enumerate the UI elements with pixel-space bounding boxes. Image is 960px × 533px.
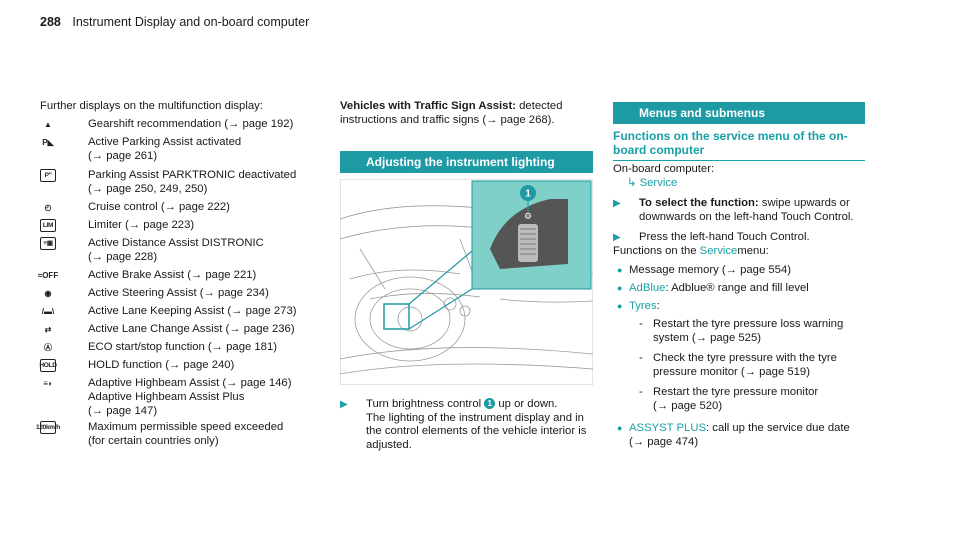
- function-item-adblue: ● AdBlue: Adblue® range and fill level: [617, 282, 809, 294]
- section-heading-menus: Menus and submenus: [613, 102, 865, 124]
- steering-assist-icon: ◉: [44, 288, 52, 298]
- page-number: 288: [40, 15, 61, 29]
- section-heading-lighting: Adjusting the instrument lighting: [340, 151, 593, 173]
- callout-1-inline: 1: [484, 398, 496, 409]
- subheading-service-functions: Functions on the service menu of the on-…: [613, 129, 865, 161]
- display-symbol-text: Active Lane Change Assist (→ page 236): [88, 323, 295, 335]
- tyres-subitem-restart-monitor: - Restart the tyre pressure monitor(→ pa…: [639, 386, 819, 412]
- parking-assist-icon: P◣: [42, 137, 54, 147]
- eco-start-stop-icon: Ⓐ: [44, 342, 52, 352]
- display-symbol-text: Active Lane Keeping Assist (→ page 273): [88, 305, 297, 317]
- page-header: 288 Instrument Display and on-board comp…: [40, 15, 309, 29]
- display-symbol-text: Parking Assist PARKTRONIC deactivated: [88, 169, 297, 181]
- speed-limit-exceeded-icon: 120km/h: [36, 421, 60, 434]
- lane-change-icon: ⇄: [44, 324, 52, 334]
- menu-path: ↳ Service: [627, 177, 677, 191]
- dash-marker: -: [639, 318, 643, 330]
- parktronic-off-icon: P″: [40, 169, 56, 182]
- gear-icon: ▲: [44, 119, 52, 129]
- display-symbol-text: Gearshift recommendation (→ page 192): [88, 118, 294, 130]
- display-symbol-text: Active Steering Assist (→ page 234): [88, 287, 269, 299]
- display-symbol-text: Adaptive Highbeam Assist (→ page 146): [88, 377, 292, 389]
- display-symbol-text: (→ page 147): [88, 404, 158, 417]
- hold-icon: HOLD: [39, 359, 57, 372]
- svg-text:⚙: ⚙: [524, 212, 532, 222]
- tyres-link[interactable]: Tyres: [629, 300, 657, 312]
- callout-1: 1: [525, 189, 531, 200]
- dashboard-illustration-svg: ⚙ 1: [339, 178, 594, 386]
- intro-text: Further displays on the multifunction di…: [40, 100, 263, 112]
- adblue-link[interactable]: AdBlue: [629, 282, 666, 294]
- tsa-label: Vehicles with Traffic Sign Assist:: [340, 100, 516, 112]
- service-link[interactable]: Service: [699, 245, 738, 257]
- display-symbol-text: Cruise control (→ page 222): [88, 201, 230, 213]
- lighting-step: ▶ Turn brightness control 1 up or down. …: [340, 398, 587, 451]
- highbeam-assist-icon: ≡◗: [43, 378, 53, 388]
- function-item-assyst-plus: ● ASSYST PLUS: call up the service due d…: [617, 422, 850, 448]
- step-press-control: ▶ Press the left-hand Touch Control.: [613, 231, 810, 243]
- lane-keeping-icon: /▬\: [41, 306, 55, 316]
- step-arrow-icon: ▶: [613, 198, 621, 209]
- step-arrow-icon: ▶: [613, 232, 621, 243]
- function-item-message-memory: ● Message memory (→ page 554): [617, 264, 791, 276]
- step-arrow-icon: ▶: [340, 399, 348, 410]
- assyst-plus-link[interactable]: ASSYST PLUS: [629, 422, 707, 434]
- step-select-function: ▶ To select the function: swipe upwards …: [613, 197, 854, 223]
- traffic-sign-assist-note: Vehicles with Traffic Sign Assist: detec…: [340, 100, 563, 126]
- display-symbol-text: Limiter (→ page 223): [88, 219, 195, 231]
- display-symbol-text: HOLD function (→ page 240): [88, 359, 235, 371]
- display-symbol-text: Active Distance Assist DISTRONIC: [88, 237, 264, 249]
- brake-assist-off-icon: ≈OFF: [37, 270, 59, 280]
- functions-intro: Functions on the Servicemenu:: [613, 245, 769, 257]
- display-symbol-text: Adaptive Highbeam Assist Plus: [88, 391, 245, 403]
- menu-path-label: On-board computer:: [613, 163, 715, 175]
- display-symbol-text: (→ page 261): [88, 149, 158, 162]
- cruise-control-icon: ◴: [44, 202, 52, 212]
- dash-marker: -: [639, 352, 643, 364]
- bullet-icon: ●: [617, 301, 623, 311]
- display-symbol-text: (for certain countries only): [88, 434, 219, 447]
- bullet-icon: ●: [617, 283, 623, 293]
- distronic-icon: ≡▣: [40, 237, 56, 250]
- display-symbol-text: Active Parking Assist activated: [88, 136, 242, 148]
- bullet-icon: ●: [617, 423, 623, 433]
- tyres-subitem-restart-loss-warning: - Restart the tyre pressure loss warning…: [639, 318, 844, 344]
- dash-marker: -: [639, 386, 643, 398]
- submenu-arrow-icon: ↳: [627, 177, 637, 189]
- display-symbol-text: (→ page 228): [88, 250, 158, 263]
- function-item-tyres: ● Tyres:: [617, 300, 660, 312]
- limiter-icon: LIM: [40, 219, 56, 232]
- dashboard-illustration: ⚙ 1: [339, 178, 594, 386]
- display-symbol-text: ECO start/stop function (→ page 181): [88, 341, 278, 353]
- display-symbol-text: Active Brake Assist (→ page 221): [88, 269, 257, 281]
- display-symbol-text: Maximum permissible speed exceeded: [88, 421, 284, 433]
- page-header-title: Instrument Display and on-board computer: [72, 15, 310, 29]
- display-symbol-text: (→ page 250, 249, 250): [88, 182, 208, 195]
- bullet-icon: ●: [617, 265, 623, 275]
- service-menu-link[interactable]: Service: [639, 177, 678, 189]
